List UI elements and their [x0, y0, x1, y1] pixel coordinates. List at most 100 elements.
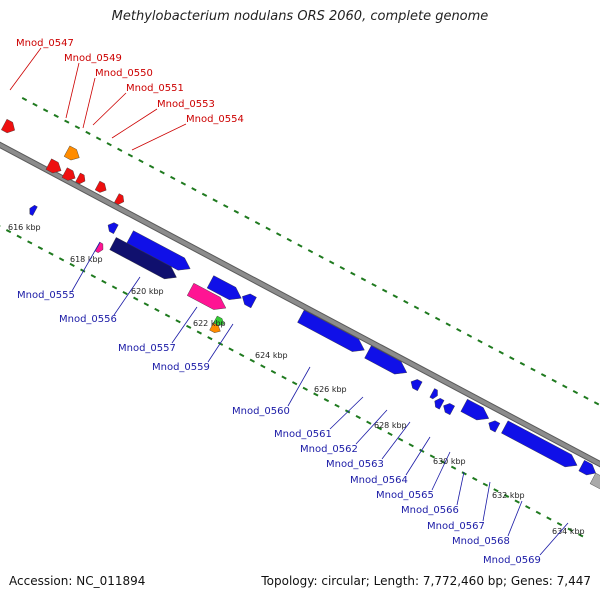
reverse-gene-label: Mnod_0560 [232, 406, 290, 417]
kbp-tick-label: 628 kbp [374, 421, 407, 430]
gc-skew-dot [286, 237, 292, 242]
reverse-gene-arrow [443, 403, 455, 416]
gc-skew-dot [392, 294, 398, 299]
reverse-gene-arrow [434, 398, 445, 410]
reverse-gene-arrow [501, 420, 578, 468]
gc-skew-dot [445, 322, 451, 327]
gc-content-dot [302, 386, 308, 391]
gc-skew-dot [466, 333, 473, 338]
kbp-tick-label: 622 kbp [193, 319, 226, 328]
gc-skew-dot [95, 136, 102, 141]
label-connector [92, 92, 127, 126]
gc-content-dot [154, 307, 160, 313]
forward-gene-label: Mnod_0550 [95, 68, 153, 79]
gc-content-dot [186, 324, 192, 329]
gc-skew-dot [191, 187, 197, 192]
forward-gene-label: Mnod_0553 [157, 99, 215, 110]
label-connector [71, 241, 101, 292]
gc-skew-dot [339, 266, 345, 271]
gc-content-dot [472, 476, 478, 482]
gc-skew-dot [540, 373, 547, 378]
kbp-tick-label: 632 kbp [492, 491, 525, 500]
label-connector [482, 481, 491, 522]
reverse-gene-label: Mnod_0569 [483, 555, 541, 566]
reverse-gene-label: Mnod_0563 [326, 459, 384, 470]
gc-content-dot [37, 245, 44, 251]
reverse-gene-arrow [95, 242, 104, 253]
gc-content-dot [5, 229, 12, 234]
gc-skew-dot [530, 367, 536, 372]
gc-content-dot [164, 313, 171, 318]
gc-skew-dot [212, 198, 218, 203]
gc-content-dot [281, 375, 287, 380]
reverse-gene-arrow [29, 204, 38, 216]
gc-skew-dot [593, 401, 600, 406]
reverse-gene-label: Mnod_0564 [350, 475, 408, 486]
gc-skew-dot [519, 361, 526, 366]
gc-skew-dot [276, 232, 282, 237]
gc-skew-dot [148, 164, 155, 169]
reverse-gene-label: Mnod_0556 [59, 314, 117, 325]
kbp-tick-label: 634 kbp [552, 527, 585, 536]
label-connector [287, 366, 311, 407]
gc-skew-dot [434, 316, 441, 321]
reverse-gene-label: Mnod_0566 [401, 505, 459, 516]
gc-content-dot [111, 285, 118, 290]
accession-text: Accession: NC_011894 [9, 574, 146, 588]
gc-content-dot [249, 358, 255, 363]
gc-skew-dot [360, 277, 367, 282]
reverse-gene-label: Mnod_0562 [300, 444, 358, 455]
map-title: Methylobacterium nodulans ORS 2060, comp… [111, 9, 489, 24]
gc-skew-dot [244, 215, 250, 220]
label-connector [539, 522, 569, 556]
gc-content-dot [143, 302, 149, 307]
gc-skew-dot [562, 384, 568, 389]
label-connector [65, 62, 80, 119]
gc-content-dot [101, 279, 107, 284]
reverse-gene-label: Mnod_0555 [17, 290, 75, 301]
forward-gene-arrow [61, 167, 76, 181]
kbp-tick-label: 616 kbp [8, 223, 41, 232]
kbp-tick-label: 630 kbp [433, 457, 466, 466]
label-connector [9, 47, 42, 91]
gc-skew-dot [265, 226, 271, 231]
kbp-tick-label: 618 kbp [70, 255, 103, 264]
label-connector [355, 409, 388, 445]
reverse-gene-arrow [107, 222, 119, 234]
gc-content-dot [239, 352, 245, 358]
label-connector [456, 471, 465, 506]
label-connector [82, 77, 96, 129]
gc-content-dot [228, 347, 234, 352]
gc-skew-dot [74, 125, 81, 130]
genome-backbone [0, 142, 600, 467]
gc-skew-dot [307, 249, 314, 254]
gc-skew-dot [201, 192, 208, 197]
reverse-gene-arrow [297, 309, 365, 352]
gc-skew-dot [413, 305, 420, 310]
gc-content-dot [578, 533, 584, 538]
reverse-gene-arrow [578, 460, 596, 476]
forward-gene-label: Mnod_0547 [16, 38, 74, 49]
gc-skew-dot [329, 260, 335, 265]
reverse-gene-arrow [364, 345, 408, 375]
reverse-gene-arrow [488, 420, 501, 433]
reverse-gene-label: Mnod_0568 [452, 536, 510, 547]
gc-content-dot [535, 510, 542, 515]
gc-skew-dot [371, 282, 377, 288]
reverse-gene-label: Mnod_0561 [274, 429, 332, 440]
gc-skew-dot [223, 204, 229, 209]
gc-skew-dot [403, 299, 409, 304]
gc-content-dot [0, 223, 1, 228]
gc-content-dot [196, 330, 202, 335]
forward-gene-arrow [114, 193, 125, 205]
gc-skew-dot [583, 395, 589, 400]
gc-skew-dot [127, 153, 134, 158]
gc-skew-dot [233, 209, 239, 214]
reverse-gene-arrow [209, 322, 221, 333]
gc-skew-dot [85, 130, 91, 135]
gc-skew-dot [498, 350, 504, 355]
label-connector [131, 123, 187, 151]
reverse-gene-arrow [429, 388, 438, 400]
reverse-gene-arrow [460, 398, 490, 421]
